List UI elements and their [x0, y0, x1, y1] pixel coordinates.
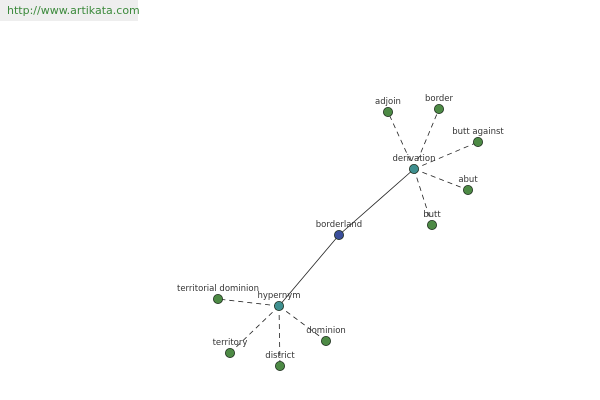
edge-derivation-adjoin [387, 111, 415, 170]
term-label-territorial-dominion[interactable]: territorial dominion [177, 284, 259, 294]
term-label-butt[interactable]: butt [423, 210, 441, 220]
term-label-dominion[interactable]: dominion [306, 326, 346, 336]
edge-borderland-derivation [338, 168, 415, 236]
term-label-territory[interactable]: territory [213, 338, 248, 348]
term-label-district[interactable]: district [265, 351, 295, 361]
site-url-link[interactable]: http://www.artikata.com [7, 4, 140, 17]
term-node-butt-against[interactable] [472, 136, 483, 147]
relation-label-derivation[interactable]: derivation [392, 154, 435, 164]
edge-hypernym-territory [229, 305, 280, 354]
edge-hypernym-dominion [278, 305, 327, 342]
term-label-butt-against[interactable]: butt against [452, 127, 504, 137]
relation-node-hypernym[interactable] [273, 300, 284, 311]
edge-derivation-butt [413, 168, 433, 226]
graph-edges [217, 108, 479, 367]
edge-hypernym-district [278, 305, 281, 367]
term-node-district[interactable] [274, 360, 285, 371]
term-node-dominion[interactable] [320, 335, 331, 346]
center-node-borderland[interactable] [333, 229, 344, 240]
edge-derivation-butt-against [413, 141, 479, 170]
term-label-border[interactable]: border [425, 94, 454, 104]
relation-label-hypernym[interactable]: hypernym [257, 291, 300, 301]
edge-derivation-abut [413, 168, 469, 191]
term-node-territory[interactable] [224, 347, 235, 358]
term-node-adjoin[interactable] [382, 107, 393, 118]
term-label-abut[interactable]: abut [458, 175, 478, 185]
edge-hypernym-territorial-dominion [217, 298, 280, 307]
center-label-borderland[interactable]: borderland [316, 220, 362, 230]
graph-labels: adjoin border butt against abut butt derivati… [177, 94, 504, 361]
edge-borderland-hypernym [278, 234, 340, 307]
relation-node-derivation[interactable] [408, 163, 419, 174]
url-bar: http://www.artikata.com [0, 0, 140, 21]
term-label-adjoin[interactable]: adjoin [375, 97, 401, 107]
edge-derivation-border [413, 108, 440, 170]
term-node-butt[interactable] [426, 219, 437, 230]
term-node-border[interactable] [433, 104, 444, 115]
term-node-territorial-dominion[interactable] [212, 293, 223, 304]
term-node-abut[interactable] [462, 184, 473, 195]
graph-nodes [212, 104, 483, 371]
